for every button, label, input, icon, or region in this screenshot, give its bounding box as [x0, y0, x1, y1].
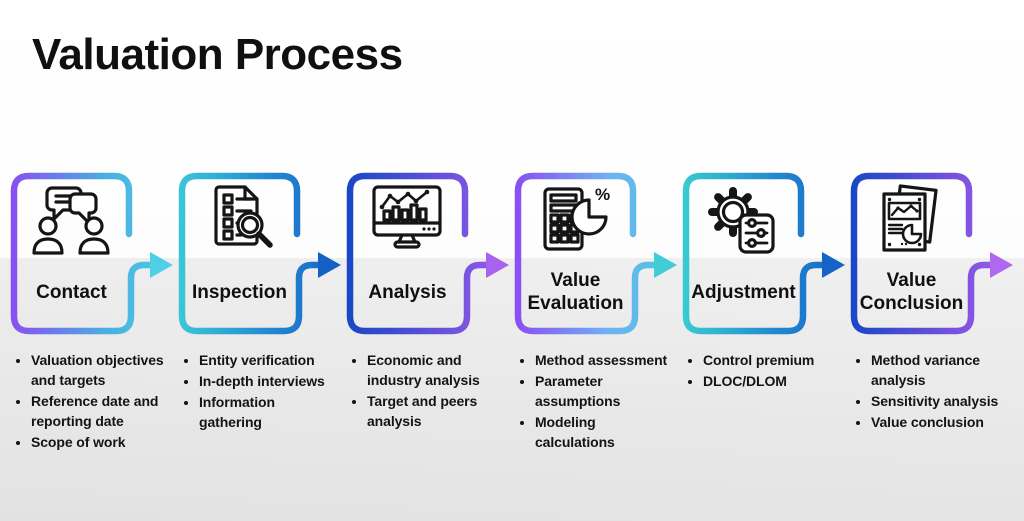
gear-sliders-icon	[708, 187, 775, 254]
step-frame-and-arrow	[346, 172, 509, 335]
calculator-pie-icon: %	[543, 185, 610, 251]
step-value-evaluation: % Value EvaluationMethod assessmentParame…	[514, 170, 686, 521]
bullet-item: DLOC/DLOM	[703, 371, 855, 391]
step-bullets: Method variance analysisSensitivity anal…	[854, 350, 1024, 433]
people-chat-icon	[32, 186, 110, 255]
step-title: Value Evaluation	[527, 270, 624, 314]
bullet-item: Sensitivity analysis	[871, 391, 1024, 411]
page-title: Valuation Process	[32, 30, 403, 79]
arrow-right-icon	[318, 252, 341, 278]
step-value-conclusion: Value ConclusionMethod variance analysis…	[850, 170, 1022, 521]
step-frame-and-arrow	[514, 172, 677, 335]
arrow-right-icon	[486, 252, 509, 278]
bullet-item: In-depth interviews	[199, 371, 339, 391]
step-title: Adjustment	[691, 281, 796, 303]
arrow-right-icon	[990, 252, 1013, 278]
bullet-item: Value conclusion	[871, 412, 1024, 432]
step-title: Contact	[36, 281, 107, 303]
arrow-right-icon	[822, 252, 845, 278]
bullet-item: Entity verification	[199, 350, 339, 370]
step-analysis: AnalysisEconomic and industry analysisTa…	[346, 170, 518, 521]
step-frame-and-arrow	[850, 172, 1013, 335]
step-bullets: Valuation objectives and targetsReferenc…	[14, 350, 171, 453]
step-bullets: Control premiumDLOC/DLOM	[686, 350, 855, 392]
document-search-icon	[214, 185, 273, 248]
svg-text:%: %	[595, 185, 610, 204]
step-frame-and-arrow	[10, 172, 173, 335]
step-inspection: InspectionEntity verificationIn-depth in…	[178, 170, 350, 521]
bullet-item: Method variance analysis	[871, 350, 1024, 390]
bullet-item: Economic and industry analysis	[367, 350, 491, 390]
bullet-item: Reference date and reporting date	[31, 391, 171, 431]
bullet-item: Parameter assumptions	[535, 371, 675, 411]
bullet-item: Target and peers analysis	[367, 391, 491, 431]
step-bullets: Method assessmentParameter assumptionsMo…	[518, 350, 675, 453]
step-frame-and-arrow	[682, 172, 845, 335]
bullet-item: Valuation objectives and targets	[31, 350, 171, 390]
step-bullets: Economic and industry analysisTarget and…	[350, 350, 491, 432]
monitor-chart-icon	[372, 185, 442, 249]
arrow-right-icon	[654, 252, 677, 278]
step-adjustment: AdjustmentControl premiumDLOC/DLOM	[682, 170, 854, 521]
step-title: Value Conclusion	[859, 270, 964, 314]
report-charts-icon	[882, 184, 938, 252]
step-bullets: Entity verificationIn-depth interviewsIn…	[182, 350, 339, 433]
step-title: Inspection	[191, 281, 287, 303]
bullet-item: Scope of work	[31, 432, 171, 452]
bullet-item: Modeling calculations	[535, 412, 675, 452]
step-title: Analysis	[368, 281, 447, 303]
step-frame-and-arrow	[178, 172, 341, 335]
bullet-item: Information gathering	[199, 392, 339, 432]
bullet-item: Method assessment	[535, 350, 675, 370]
bullet-item: Control premium	[703, 350, 855, 370]
step-contact: ContactValuation objectives and targetsR…	[10, 170, 182, 521]
arrow-right-icon	[150, 252, 173, 278]
